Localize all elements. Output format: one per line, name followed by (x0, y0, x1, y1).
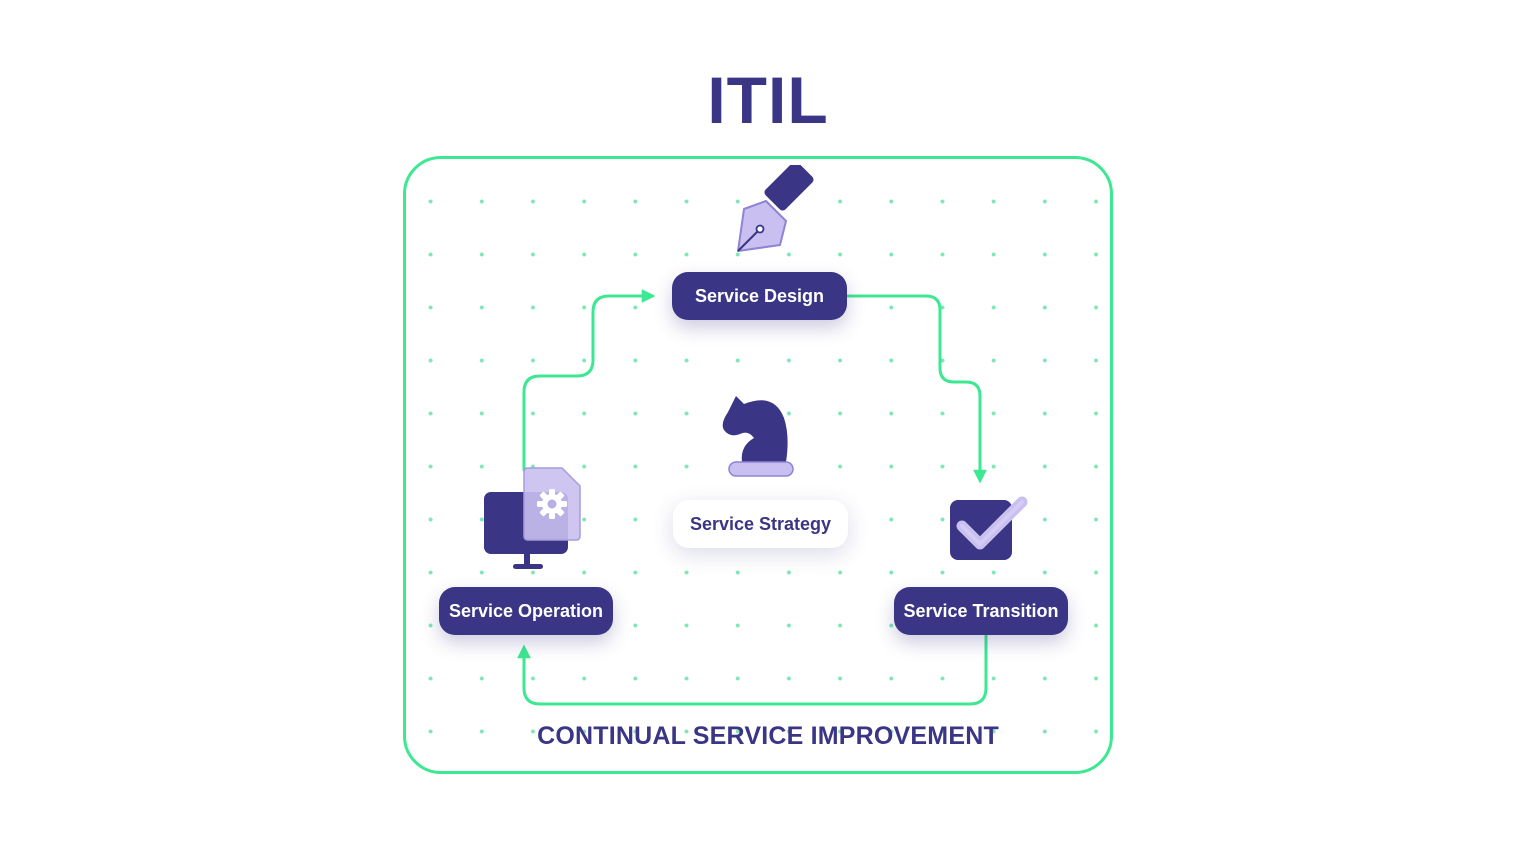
service-transition-button[interactable]: Service Transition (894, 587, 1068, 635)
service-design-label: Service Design (694, 285, 825, 306)
service-strategy-label: Service Strategy (689, 513, 832, 534)
footer-caption: CONTINUAL SERVICE IMPROVEMENT (537, 722, 999, 750)
pen-nib-icon (737, 165, 814, 252)
page-title: ITIL (707, 63, 829, 137)
chess-knight-icon (722, 396, 794, 477)
monitor-gear-icon (484, 467, 581, 569)
service-transition-label: Service Transition (903, 600, 1059, 621)
service-operation-button[interactable]: Service Operation (439, 587, 613, 635)
service-strategy-button[interactable]: Service Strategy (673, 500, 848, 548)
service-operation-label: Service Operation (448, 600, 604, 621)
service-design-button[interactable]: Service Design (672, 272, 847, 320)
checkbox-icon (950, 496, 1028, 560)
